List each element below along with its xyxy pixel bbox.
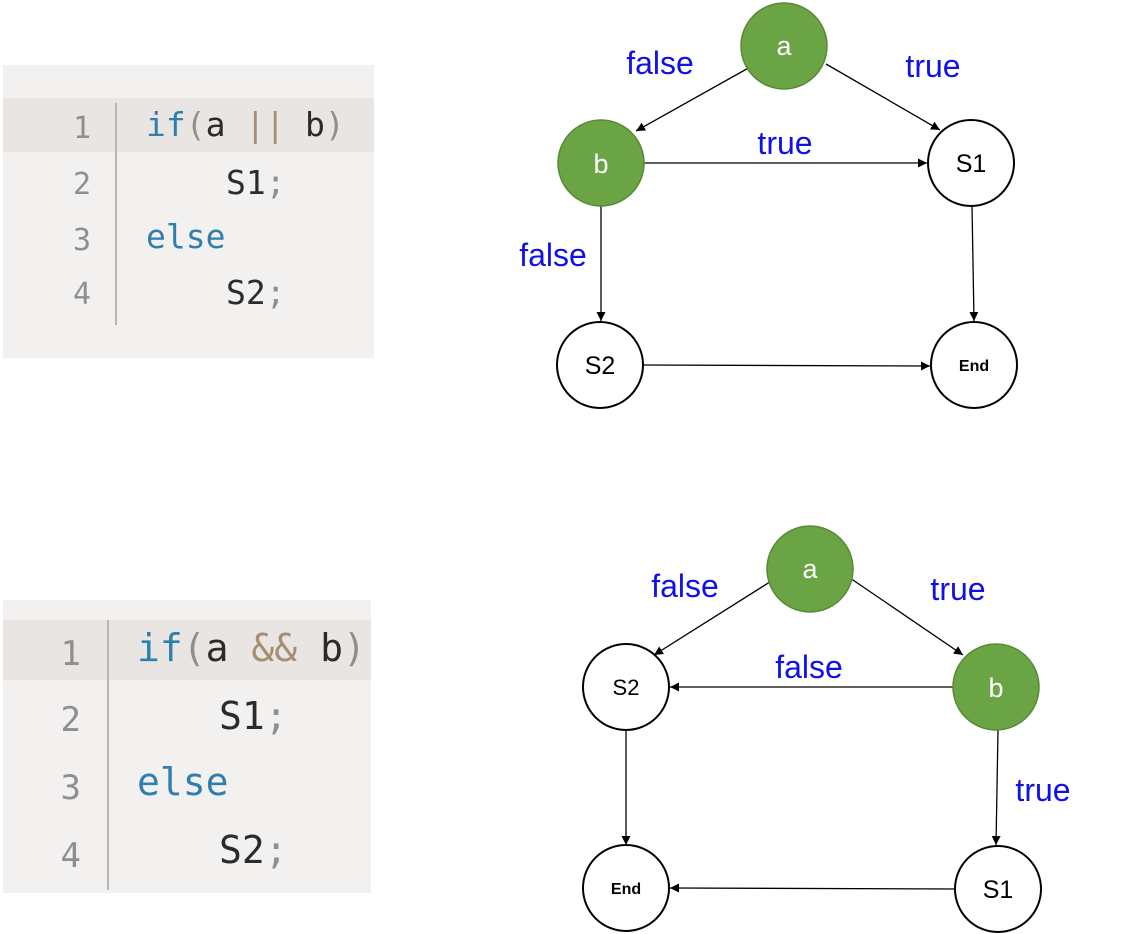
code-line-s1: S1; bbox=[219, 694, 288, 738]
code-line-else: else bbox=[137, 760, 229, 804]
node-s2 bbox=[582, 643, 670, 731]
node-s2-label: S2 bbox=[585, 352, 616, 380]
node-a bbox=[740, 2, 828, 90]
line-number: 2 bbox=[60, 700, 81, 740]
edge-label-b-s1: true bbox=[757, 125, 812, 161]
node-b-label: b bbox=[988, 673, 1003, 703]
code-panel-or: 1 2 3 4 if(a || b) S1; else S2; bbox=[3, 65, 374, 358]
line-number: 1 bbox=[72, 111, 91, 146]
edge-a-to-s1 bbox=[825, 63, 941, 131]
operator-or: || bbox=[245, 105, 286, 144]
node-end-label: End bbox=[959, 358, 989, 375]
node-b bbox=[952, 643, 1040, 731]
edge-label-a-s2: false bbox=[651, 568, 719, 604]
node-a bbox=[766, 525, 854, 613]
edge-s1-to-end bbox=[969, 205, 979, 322]
keyword-if: if bbox=[146, 105, 186, 144]
line-number: 2 bbox=[72, 167, 91, 202]
edge-label-b-s1: true bbox=[1015, 772, 1070, 808]
code-line-1-highlight bbox=[3, 620, 371, 680]
edge-label-a-b: true bbox=[930, 571, 985, 607]
node-end-label: End bbox=[611, 881, 641, 898]
gutter-divider bbox=[115, 103, 117, 325]
node-a-label: a bbox=[802, 554, 818, 584]
edge-label-b-s2: false bbox=[775, 649, 843, 685]
node-s1 bbox=[927, 119, 1015, 207]
node-s1-label: S1 bbox=[956, 150, 987, 178]
node-s1 bbox=[954, 845, 1042, 933]
node-b-label: b bbox=[593, 149, 608, 179]
edge-a-to-b bbox=[849, 577, 964, 656]
code-line-condition: if(a && b) bbox=[137, 626, 366, 670]
edge-a-to-b bbox=[635, 65, 753, 132]
keyword-if: if bbox=[137, 626, 183, 670]
node-end bbox=[582, 844, 670, 932]
graph-and: a b S2 End S1 false true false true bbox=[582, 525, 1071, 933]
keyword-else: else bbox=[146, 217, 226, 256]
node-s2 bbox=[556, 321, 644, 409]
node-a-label: a bbox=[776, 31, 792, 61]
operator-and: && bbox=[251, 626, 298, 670]
code-line-s1: S1; bbox=[226, 163, 286, 202]
code-line-s2: S2; bbox=[226, 273, 286, 312]
line-number: 4 bbox=[60, 836, 81, 876]
node-b bbox=[557, 119, 645, 207]
node-s2-label: S2 bbox=[613, 675, 640, 700]
code-panel-and: 1 2 3 4 if(a && b) S1; else S2; bbox=[3, 600, 371, 893]
edge-label-b-s2: false bbox=[519, 237, 587, 273]
edge-s1-to-end bbox=[669, 883, 956, 893]
code-line-condition: if(a || b) bbox=[146, 105, 345, 144]
line-number: 1 bbox=[60, 634, 81, 674]
edge-b-to-s1 bbox=[991, 729, 1001, 846]
code-line-1-highlight bbox=[3, 98, 374, 152]
gutter-divider bbox=[107, 620, 109, 890]
line-number: 3 bbox=[72, 223, 91, 258]
code-line-s2: S2; bbox=[219, 828, 288, 872]
line-number: 3 bbox=[60, 768, 81, 808]
keyword-else: else bbox=[137, 760, 229, 804]
line-number: 4 bbox=[72, 277, 91, 312]
node-end bbox=[930, 321, 1018, 409]
edge-s2-to-end bbox=[643, 361, 931, 371]
edge-label-a-s1: true bbox=[905, 48, 960, 84]
edge-a-to-s2 bbox=[653, 579, 774, 656]
graph-or: a b S1 S2 End false true true false bbox=[519, 2, 1018, 409]
edge-label-a-b: false bbox=[626, 45, 694, 81]
code-line-else: else bbox=[146, 217, 225, 256]
node-s1-label: S1 bbox=[983, 876, 1014, 904]
